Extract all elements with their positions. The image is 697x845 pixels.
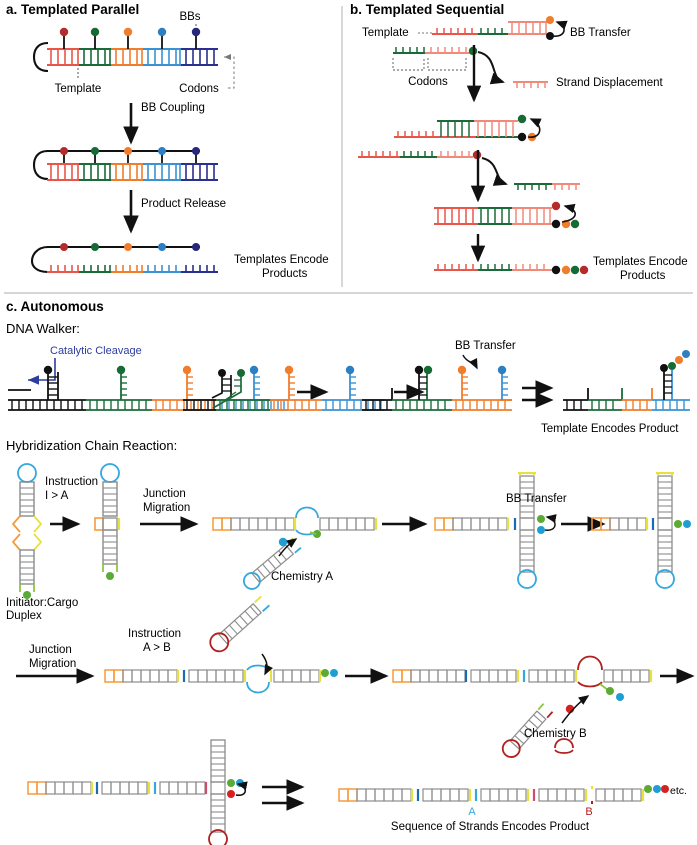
bb-dot-blue (157, 27, 167, 37)
hcr-bbtransfer-label: BB Transfer (506, 493, 567, 505)
chemistry-b-label: Chemistry B (524, 728, 587, 740)
walker-result-label: Template Encodes Product (541, 423, 679, 435)
panel-b-incoming-strand-1 (393, 46, 478, 56)
chemistry-b-curve (561, 695, 590, 724)
hcr-etc-label: etc. (670, 785, 687, 797)
bb-dot-green (90, 27, 100, 37)
panel-a-structure-released (30, 243, 218, 274)
hcr-final-product (338, 785, 669, 804)
chemistry-a-label: Chemistry A (271, 571, 333, 583)
bb-black-dot (546, 32, 554, 40)
panel-a-template-label: Template (55, 83, 102, 95)
hcr-result-label: Sequence of Strands Encodes Product (391, 821, 590, 833)
panel-b-bbtransfer-label: BB Transfer (570, 27, 631, 39)
instruction-ab-line1: Instruction (128, 628, 181, 640)
panel-b-displacement-curve-2 (481, 157, 508, 186)
walker-structure-3 (362, 365, 512, 411)
panel-b-incoming-strand-2 (358, 150, 482, 160)
hcr-structure-4 (434, 472, 557, 589)
junction-migration-1-line1: Junction (143, 488, 186, 500)
bb-transfer-curve-3 (561, 203, 576, 223)
bb-transfer-curve-2 (527, 118, 542, 138)
panel-a-bbs-label: BBs (179, 11, 200, 23)
codons-pointer (224, 54, 235, 89)
panel-a-codons-label: Codons (179, 83, 219, 95)
hcr-marker-b: B (585, 806, 592, 818)
chemistry-a-curve (278, 538, 298, 557)
bb-orange-dot (546, 16, 554, 24)
hcr-bbtransfer-curve (544, 514, 557, 531)
dna-walker-heading: DNA Walker: (6, 321, 80, 336)
instruction-ia-line1: Instruction (45, 476, 98, 488)
hcr-hairpin-b-incoming (209, 595, 274, 676)
instruction-ab-line2: A > B (143, 642, 171, 654)
panel-b-structure-2 (394, 114, 542, 142)
walker-structure-2 (183, 365, 385, 411)
bb-transfer-curve-1 (551, 20, 568, 37)
hcr-marker-a: A (468, 806, 476, 818)
panel-b-title: b. Templated Sequential (350, 2, 504, 17)
chemistry-a-dot-blue (278, 537, 288, 547)
red-loop-fragment (554, 738, 574, 749)
hcr-structure-7 (392, 655, 653, 701)
bb-dot-red (59, 27, 69, 37)
hcr-structure-2 (94, 463, 121, 580)
instruction-ab-curve (261, 653, 274, 676)
walker-structure-1 (8, 365, 288, 411)
hcr-structure-8 (27, 739, 248, 845)
final-transfer-curve (235, 781, 248, 796)
bb-dot-orange (123, 27, 133, 37)
panel-a-step1-label: BB Coupling (141, 102, 205, 114)
panel-b-structure-final (434, 264, 589, 275)
walker-bbtransfer-label: BB Transfer (455, 340, 516, 352)
instruction-ia-line2: I > A (45, 490, 69, 502)
panel-a-result-line2: Products (262, 268, 308, 280)
panel-a-structure-initial (32, 27, 218, 73)
panel-a-result-line1: Templates Encode (234, 254, 329, 266)
initiator-cargo-line1: Initiator:Cargo (6, 597, 78, 609)
panel-b-displaced-strand-2 (514, 183, 580, 190)
junction-migration-2-line1: Junction (29, 644, 72, 656)
bb-dot-darkblue (191, 27, 201, 37)
panel-a-title: a. Templated Parallel (6, 2, 139, 17)
walker-structure-final (563, 350, 690, 411)
panel-c-title: c. Autonomous (6, 299, 104, 314)
hcr-structure-5 (591, 472, 691, 589)
hcr-initiator-cargo (11, 463, 43, 599)
panel-b-displacement-curve-1 (477, 51, 505, 85)
panel-a-step2-label: Product Release (141, 198, 226, 210)
panel-b-structure-3 (434, 201, 580, 229)
catalytic-cleavage-label: Catalytic Cleavage (50, 345, 142, 357)
codon-brackets-b (392, 58, 467, 71)
catalytic-cleavage-pointer (28, 358, 56, 385)
hcr-structure-3 (212, 506, 378, 538)
walker-bbtransfer-curve (462, 354, 478, 370)
initiator-cargo-line2: Duplex (6, 610, 42, 622)
hcr-hairpin-a (243, 537, 302, 590)
panel-b-template-label: Template (362, 27, 409, 39)
hcr-structure-6 (104, 664, 338, 694)
panel-b-strand-displacement-label: Strand Displacement (556, 77, 664, 89)
panel-b-result-line1: Templates Encode (593, 256, 688, 268)
junction-migration-1-line2: Migration (143, 502, 190, 514)
junction-migration-2-line2: Migration (29, 658, 76, 670)
panel-b-codons-label: Codons (408, 76, 448, 88)
panel-a-structure-coupled (32, 147, 218, 181)
hcr-chemistry-b-hairpin (501, 695, 590, 758)
red-loop-fragment-bottom (554, 749, 574, 754)
cargo-dot-green (23, 591, 31, 599)
panel-b-displaced-strand-1 (513, 81, 548, 88)
hcr-heading: Hybridization Chain Reaction: (6, 438, 177, 453)
panel-b-result-line2: Products (620, 270, 666, 282)
panel-b-structure-1 (432, 16, 568, 40)
